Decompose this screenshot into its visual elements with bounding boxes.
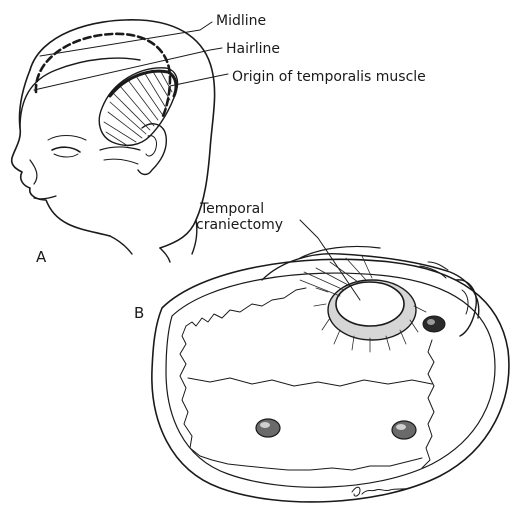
craniectomy-opening bbox=[336, 282, 404, 326]
label-midline: Midline bbox=[216, 13, 266, 29]
label-temporalis: Origin of temporalis muscle bbox=[232, 69, 426, 85]
temporalis-leader bbox=[170, 74, 228, 86]
label-craniectomy-line1: Temporal bbox=[199, 201, 264, 217]
burr-hole-left bbox=[256, 419, 280, 437]
panel-a-letter: A bbox=[36, 248, 47, 266]
panel-b-letter: B bbox=[134, 304, 144, 322]
retractor-node bbox=[423, 316, 445, 332]
hairline-leader bbox=[34, 48, 222, 90]
midline-leader bbox=[40, 22, 212, 56]
burr-hole-right bbox=[392, 421, 416, 439]
label-craniectomy-line2: craniectomy bbox=[196, 217, 283, 233]
label-hairline: Hairline bbox=[226, 41, 280, 57]
panel-b-operative-view bbox=[152, 246, 509, 501]
